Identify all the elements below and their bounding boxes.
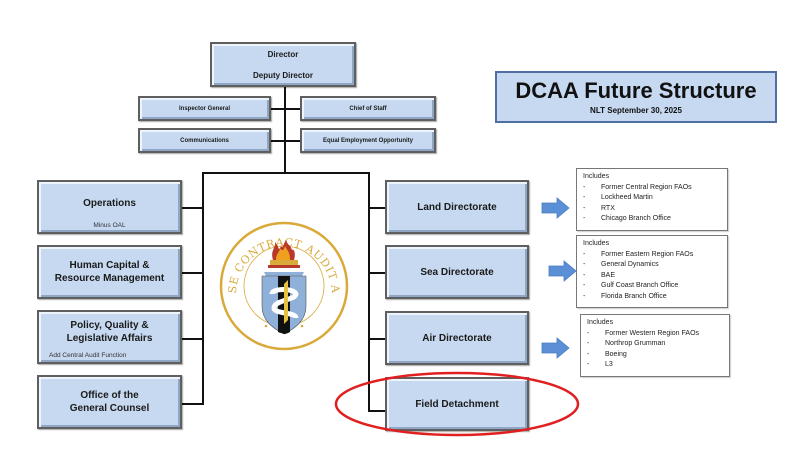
- land-directorate-label: Land Directorate: [417, 201, 497, 213]
- connector-right-1: [368, 207, 386, 209]
- land-directorate-box[interactable]: Land Directorate: [385, 180, 529, 234]
- chief-of-staff-box[interactable]: Chief of Staff: [300, 96, 436, 121]
- highlight-oval: [334, 371, 580, 437]
- list-item: -Lockheed Martin: [583, 194, 653, 201]
- includes-header: Includes: [583, 240, 610, 247]
- policy-quality-note: Add Central Audit Function: [49, 352, 127, 359]
- connector-staff-row2: [270, 140, 302, 142]
- chief-of-staff-label: Chief of Staff: [349, 105, 387, 112]
- title-box: DCAA Future Structure NLT September 30, …: [495, 71, 777, 123]
- dcaa-seal-logo: DEFENSE CONTRACT AUDIT AGENCY: [218, 220, 349, 351]
- human-capital-label: Human Capital & Resource Management: [54, 260, 165, 284]
- list-item: -Northrop Grumman: [587, 340, 666, 347]
- list-item: -Chicago Branch Office: [583, 215, 671, 222]
- list-item: -L3: [587, 361, 613, 368]
- arrow-right-icon: [548, 260, 577, 282]
- list-item: -Former Central Region FAOs: [583, 183, 692, 191]
- director-box[interactable]: Director Deputy Director: [210, 42, 356, 87]
- connector-left-4: [182, 403, 204, 405]
- list-item: -General Dynamics: [583, 261, 659, 268]
- connector-left-trunk: [202, 172, 204, 404]
- includes-land: Includes -Former Central Region FAOs -Lo…: [576, 168, 728, 231]
- sea-directorate-box[interactable]: Sea Directorate: [385, 245, 529, 299]
- deputy-director-label: Deputy Director: [252, 71, 313, 80]
- general-counsel-label: Office of the General Counsel: [69, 390, 150, 414]
- sea-directorate-label: Sea Directorate: [420, 266, 494, 278]
- eeo-label: Equal Employment Opportunity: [322, 137, 413, 144]
- connector-right-trunk: [368, 172, 370, 412]
- inspector-general-box[interactable]: Inspector General: [138, 96, 271, 121]
- operations-box[interactable]: Operations Minus OAL: [37, 180, 182, 234]
- includes-header: Includes: [583, 173, 610, 180]
- list-item: -Former Western Region FAOs: [587, 329, 700, 337]
- director-label: Director: [267, 50, 299, 59]
- policy-quality-box[interactable]: Policy, Quality & Legislative Affairs Ad…: [37, 310, 182, 364]
- policy-quality-label: Policy, Quality & Legislative Affairs: [66, 320, 153, 344]
- includes-sea: Includes -Former Eastern Region FAOs -Ge…: [576, 235, 728, 308]
- includes-air: Includes -Former Western Region FAOs -No…: [580, 314, 730, 377]
- arrow-right-icon: [541, 197, 570, 219]
- connector-right-2: [368, 272, 386, 274]
- communications-box[interactable]: Communications: [138, 128, 271, 153]
- eeo-box[interactable]: Equal Employment Opportunity: [300, 128, 436, 153]
- list-item: -BAE: [583, 271, 616, 279]
- connector-staff-row1: [270, 108, 302, 110]
- connector-horizontal-bar: [202, 172, 370, 174]
- connector-trunk-top: [284, 87, 286, 172]
- list-item: -Gulf Coast Branch Office: [583, 282, 679, 289]
- list-item: -Florida Branch Office: [583, 292, 667, 300]
- inspector-general-label: Inspector General: [178, 105, 231, 112]
- general-counsel-box[interactable]: Office of the General Counsel: [37, 375, 182, 429]
- communications-label: Communications: [180, 137, 229, 144]
- connector-right-4: [368, 410, 386, 412]
- connector-right-3: [368, 338, 386, 340]
- connector-left-1: [182, 207, 204, 209]
- air-directorate-label: Air Directorate: [422, 332, 492, 344]
- field-detachment-label: Field Detachment: [415, 398, 499, 410]
- list-item: -RTX: [583, 204, 615, 212]
- operations-label: Operations: [83, 197, 136, 209]
- page-title: DCAA Future Structure: [515, 78, 757, 103]
- air-directorate-box[interactable]: Air Directorate: [385, 311, 529, 365]
- connector-left-2: [182, 272, 204, 274]
- list-item: -Former Eastern Region FAOs: [583, 250, 694, 258]
- page-subtitle: NLT September 30, 2025: [590, 106, 682, 115]
- includes-header: Includes: [587, 319, 614, 326]
- connector-left-3: [182, 338, 204, 340]
- field-detachment-box[interactable]: Field Detachment: [385, 377, 529, 431]
- list-item: -Boeing: [587, 350, 627, 358]
- human-capital-box[interactable]: Human Capital & Resource Management: [37, 245, 182, 299]
- arrow-right-icon: [541, 337, 570, 359]
- operations-note: Minus OAL: [93, 222, 126, 229]
